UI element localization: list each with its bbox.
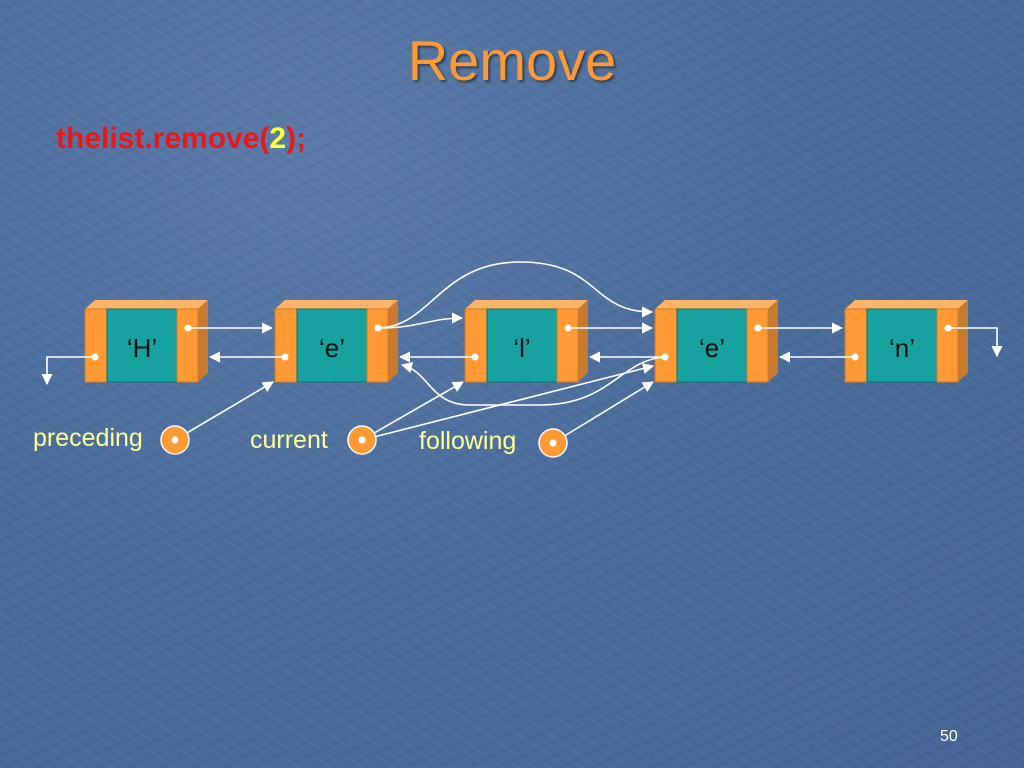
following-arrow — [552, 381, 654, 444]
pointer-circles — [160, 425, 568, 458]
preceding-arrow — [174, 381, 274, 441]
slide-title: Remove — [407, 29, 617, 92]
node-value-1: ‘e’ — [319, 333, 345, 363]
code-suffix: ); — [286, 122, 307, 155]
next-arrow-1 — [377, 312, 464, 329]
current-arrow-2 — [361, 363, 655, 441]
list-node-1: ‘e’ — [274, 300, 398, 383]
node-value-0: ‘H’ — [127, 333, 157, 363]
current-arrow — [361, 381, 464, 441]
preceding-label: preceding — [33, 424, 143, 452]
list-node-2: ‘l’ — [464, 300, 588, 383]
link-arrows — [41, 261, 1003, 444]
list-node-4: ‘n’ — [844, 300, 968, 383]
null-arrow-head — [41, 356, 95, 386]
bypass-arrow-next — [377, 261, 654, 329]
node-value-3: ‘e’ — [699, 333, 725, 363]
code-statement: thelist.remove(2); — [56, 122, 306, 156]
code-prefix: thelist.remove( — [56, 122, 270, 155]
node-value-2: ‘l’ — [513, 333, 530, 363]
list-node-0: ‘H’ — [84, 300, 208, 383]
current-label: current — [250, 426, 328, 454]
page-number: 50 — [940, 728, 958, 745]
null-arrow-tail — [948, 327, 1003, 358]
list-node-3: ‘e’ — [654, 300, 778, 383]
bypass-arrow-prev — [400, 356, 666, 406]
node-value-4: ‘n’ — [889, 333, 915, 363]
code-argument: 2 — [269, 122, 287, 155]
following-label: following — [419, 427, 517, 455]
